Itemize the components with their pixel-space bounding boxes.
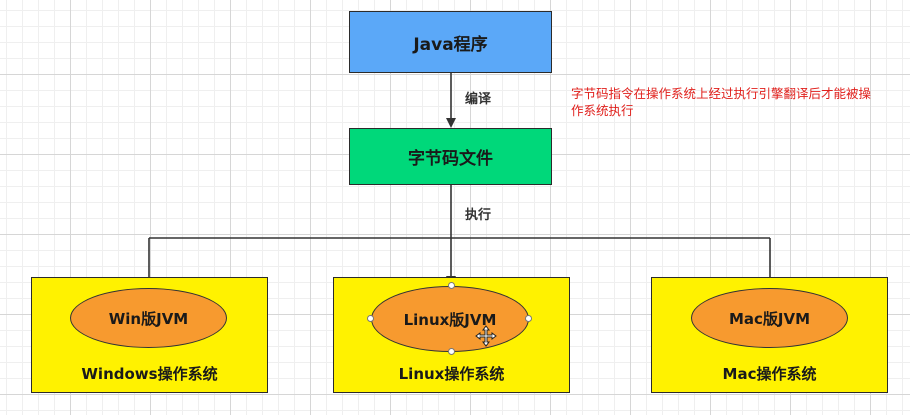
mac-os-label: Mac操作系统 — [722, 365, 817, 383]
bytecode-file-label: 字节码文件 — [408, 149, 493, 169]
windows-os-node[interactable]: Win版JVM Windows操作系统 — [31, 277, 268, 393]
mac-jvm-node[interactable]: Mac版JVM — [691, 288, 848, 348]
note-text: 字节码指令在操作系统上经过执行引擎翻译后才能被操作系统执行 — [571, 86, 872, 118]
move-cursor-icon — [475, 325, 497, 347]
mac-os-node[interactable]: Mac版JVM Mac操作系统 — [651, 277, 888, 393]
execute-edge-label: 执行 — [465, 208, 492, 223]
java-program-label: Java程序 — [413, 34, 488, 55]
mac-jvm-label: Mac版JVM — [728, 309, 811, 328]
win-jvm-node[interactable]: Win版JVM — [70, 288, 227, 348]
linux-os-node[interactable]: Linux版JVM Linux操作系统 — [333, 277, 570, 393]
bytecode-file-node[interactable]: 字节码文件 — [349, 128, 552, 185]
resize-handle-icon[interactable] — [448, 348, 455, 355]
resize-handle-icon[interactable] — [525, 315, 532, 322]
win-jvm-label: Win版JVM — [108, 309, 189, 328]
linux-jvm-node[interactable]: Linux版JVM — [371, 286, 529, 352]
resize-handle-icon[interactable] — [367, 315, 374, 322]
windows-os-label: Windows操作系统 — [81, 365, 218, 383]
resize-handle-icon[interactable] — [448, 282, 455, 289]
linux-os-label: Linux操作系统 — [398, 365, 505, 383]
java-program-node[interactable]: Java程序 — [349, 11, 552, 73]
linux-jvm-label: Linux版JVM — [403, 310, 497, 329]
compile-edge-label: 编译 — [465, 92, 492, 107]
